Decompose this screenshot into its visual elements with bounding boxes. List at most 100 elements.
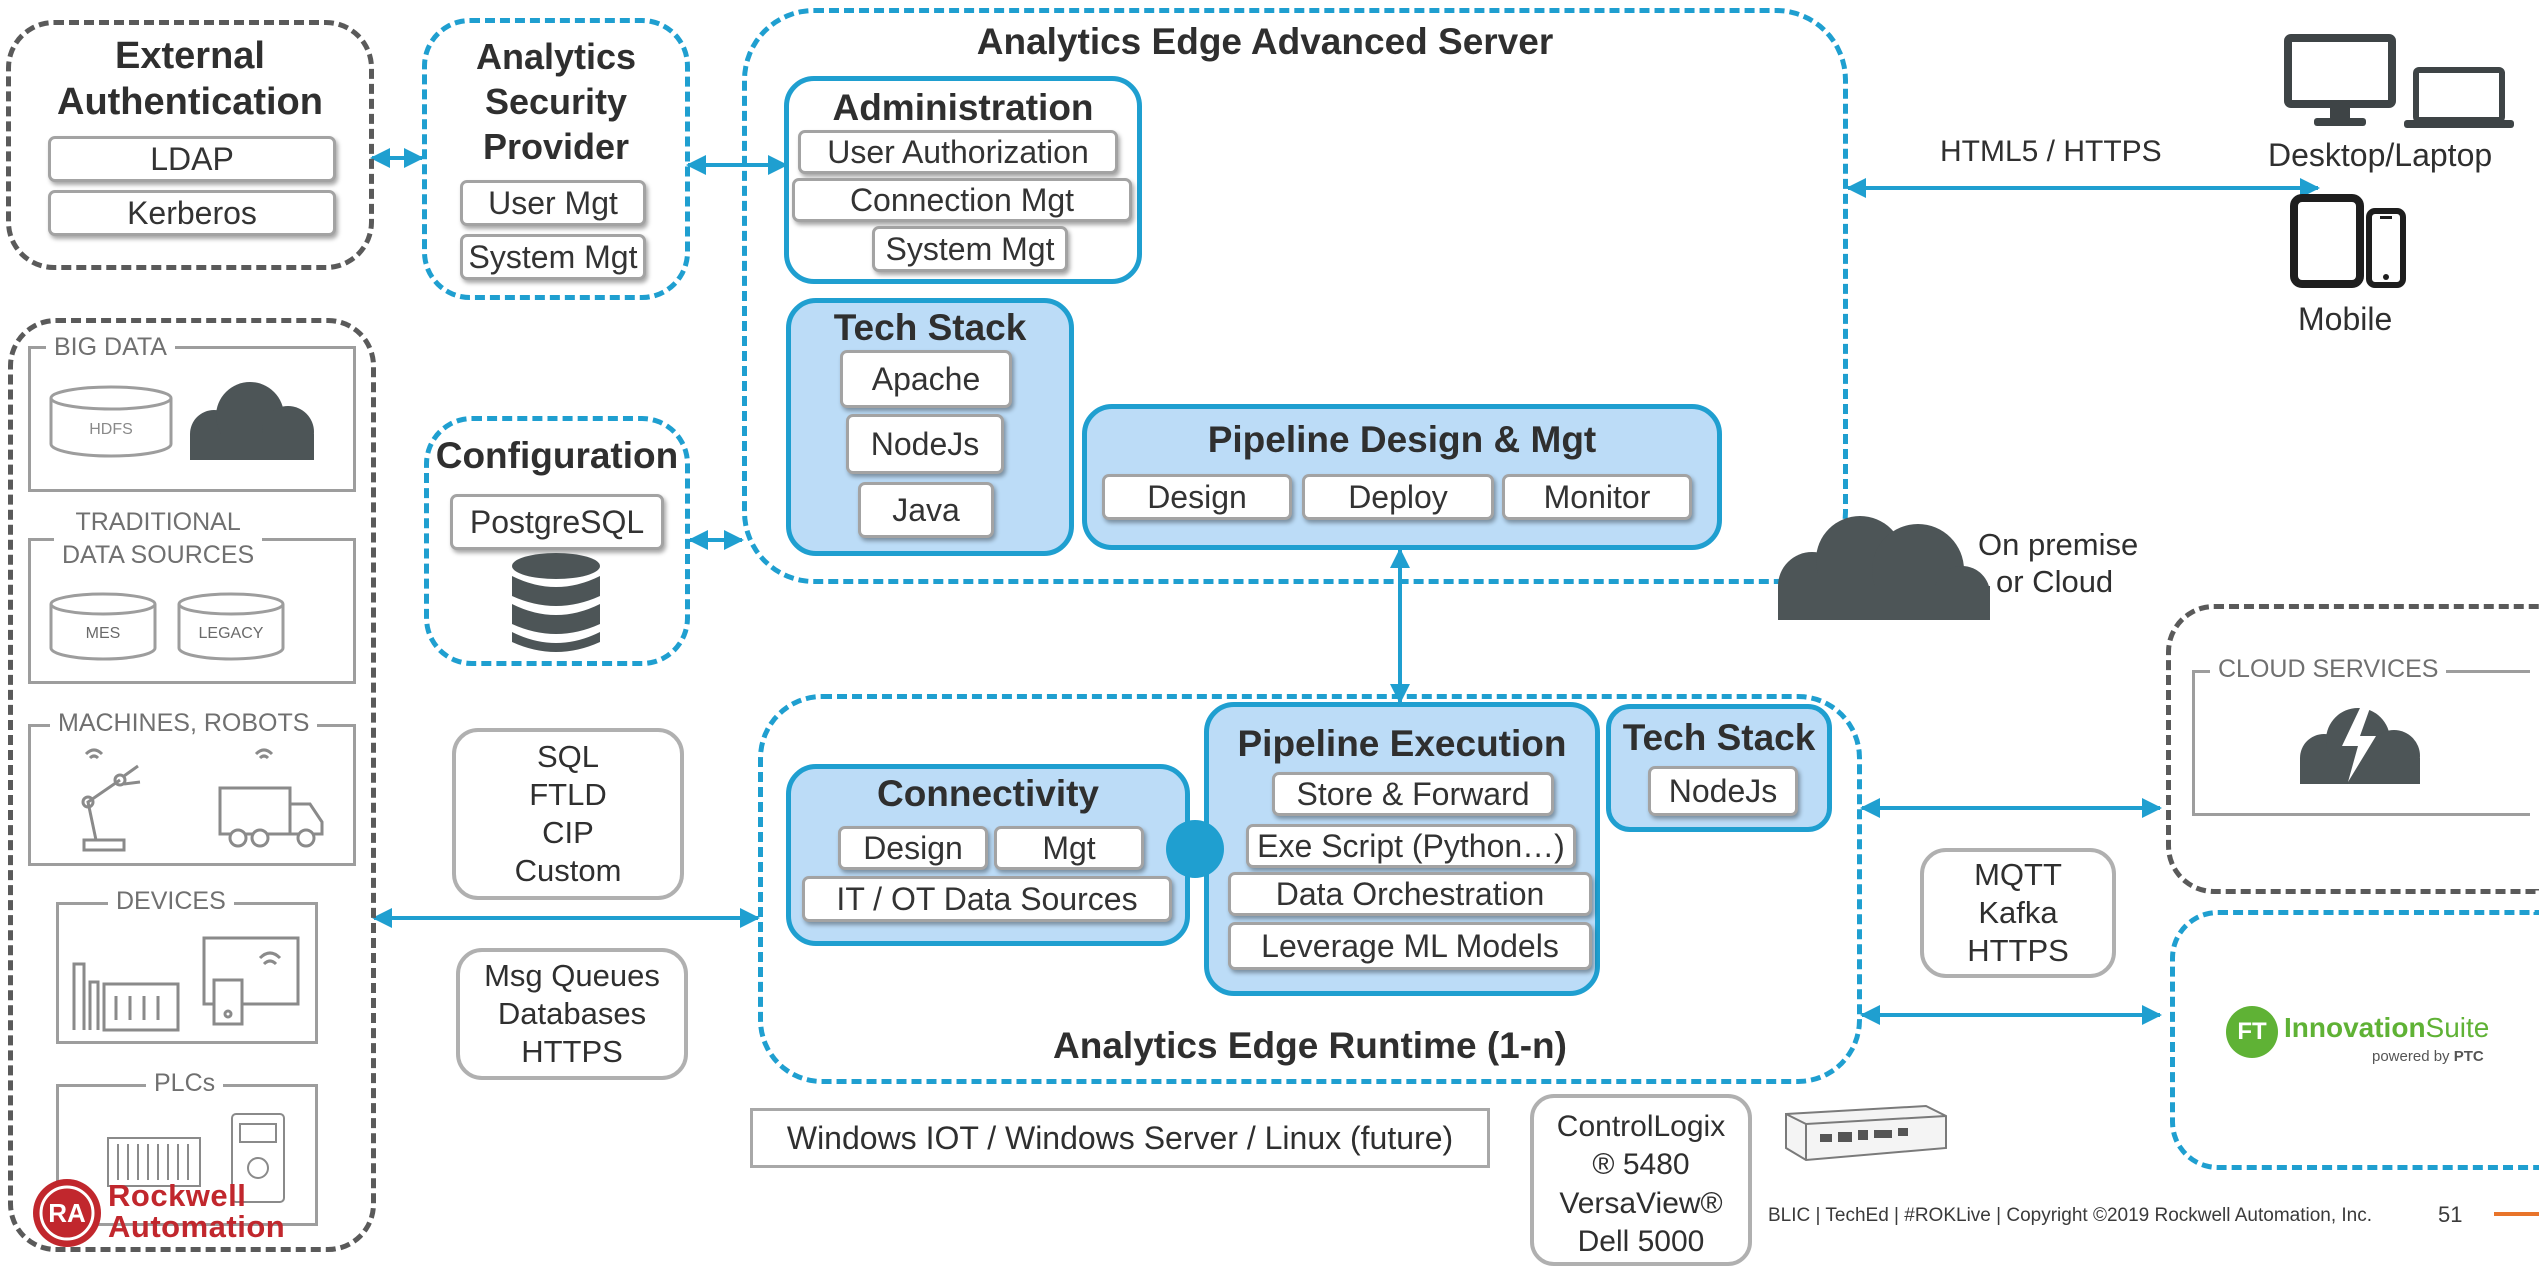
server-tech-stack-title: Tech Stack	[833, 307, 1027, 348]
connectivity-mgt-item: Mgt	[994, 826, 1144, 870]
security-title-line1: Analytics	[475, 36, 637, 77]
exe-script-item: Exe Script (Python…)	[1246, 824, 1576, 868]
rockwell-logo-icon: RA	[33, 1179, 101, 1247]
legacy-database-icon: LEGACY	[177, 592, 285, 661]
hardware-line3: VersaView®	[1559, 1186, 1723, 1220]
protocol-https-right: HTTPS	[1967, 932, 2069, 968]
pipeline-design-title: Pipeline Design & Mgt	[1207, 419, 1597, 460]
hardware-line4: Dell 5000	[1577, 1225, 1705, 1259]
data-orchestration-item: Data Orchestration	[1228, 872, 1592, 916]
server-nodejs-item: NodeJs	[846, 414, 1004, 474]
platform-box: Windows IOT / Windows Server / Linux (fu…	[750, 1108, 1490, 1168]
innovation-suite-name: InnovationSuite	[2284, 1012, 2489, 1044]
security-title-line3: Provider	[482, 126, 630, 167]
truck-icon	[218, 748, 324, 848]
runtime-title: Analytics Edge Runtime (1-n)	[1053, 1025, 1567, 1066]
ft-badge-icon: FT	[2226, 1006, 2278, 1058]
cloud-services-group	[2166, 604, 2539, 894]
on-premise-line1: On premise	[1978, 527, 2139, 562]
on-premise-line2: or Cloud	[1996, 564, 2114, 600]
factory-icon	[72, 962, 180, 1032]
advanced-server-title: Analytics Edge Advanced Server	[976, 21, 1554, 62]
external-auth-title-line1: External	[115, 35, 265, 77]
rockwell-logo-badge: RA	[48, 1198, 86, 1228]
big-data-label: BIG DATA	[46, 332, 175, 362]
ptc-label: PTC	[2453, 1048, 2484, 1065]
hdfs-label: HDFS	[89, 421, 133, 438]
traditional-label-line2: DATA SOURCES	[62, 540, 255, 569]
rockwell-logo-line1: Rockwell	[108, 1178, 247, 1213]
drive-icon	[231, 1113, 285, 1203]
cloud-outage-icon	[2300, 708, 2420, 784]
hdfs-database-icon: HDFS	[49, 385, 173, 458]
plcs-label: PLCs	[146, 1068, 224, 1098]
connection-mgt-item: Connection Mgt	[792, 178, 1132, 222]
cloud-icon	[1778, 516, 1990, 620]
phone-icon	[2366, 208, 2406, 288]
advanced-server-group	[742, 8, 1848, 584]
hardware-box: ControlLogix ® 5480 VersaView® Dell 5000	[1530, 1094, 1752, 1266]
monitor-item: Monitor	[1502, 474, 1692, 520]
footer-accent-bar	[2494, 1212, 2539, 1216]
hardware-line2: ® 5480	[1592, 1148, 1690, 1182]
desktop-laptop-label: Desktop/Laptop	[2268, 137, 2493, 173]
hardware-line1: ControlLogix	[1556, 1110, 1726, 1143]
ft-badge-label: FT	[2237, 1018, 2267, 1045]
traditional-label: TRADITIONAL DATA SOURCES	[54, 506, 263, 571]
runtime-tech-stack-title: Tech Stack	[1622, 717, 1816, 758]
connectivity-design-item: Design	[838, 826, 988, 870]
page-number: 51	[2438, 1202, 2463, 1227]
innovation-suite-group	[2170, 910, 2539, 1170]
protocols-left2-box: Msg Queues Databases HTTPS	[456, 948, 688, 1080]
it-ot-data-sources-item: IT / OT Data Sources	[802, 876, 1172, 922]
connector-node	[1166, 820, 1224, 878]
protocol-mqtt: MQTT	[1974, 857, 2062, 893]
configuration-title: Configuration	[435, 435, 679, 476]
external-authentication-group	[6, 20, 374, 270]
devices-panel	[56, 902, 318, 1044]
java-item: Java	[858, 482, 994, 538]
administration-group	[784, 76, 1142, 284]
rockwell-logo-line2: Automation	[108, 1209, 286, 1244]
database-icon	[512, 553, 600, 652]
protocol-kafka: Kafka	[1978, 895, 2058, 931]
industrial-pc-icon	[1785, 1104, 1947, 1162]
runtime-nodejs-item: NodeJs	[1648, 766, 1798, 816]
platform-label: Windows IOT / Windows Server / Linux (fu…	[786, 1119, 1454, 1156]
big-data-cloud-icon	[190, 382, 314, 460]
store-forward-item: Store & Forward	[1272, 772, 1554, 816]
cloud-services-label: CLOUD SERVICES	[2210, 654, 2447, 684]
legacy-label: LEGACY	[199, 625, 264, 642]
system-mgt-item: System Mgt	[460, 234, 646, 280]
security-provider-title: Analytics Security Provider	[422, 34, 690, 169]
external-auth-title-line2: Authentication	[57, 80, 323, 123]
pipeline-execution-title: Pipeline Execution	[1237, 723, 1567, 764]
plc-rack-icon	[107, 1137, 201, 1187]
devices-label: DEVICES	[108, 886, 234, 916]
protocol-https-left: HTTPS	[521, 1033, 623, 1069]
robot-arm-icon	[81, 748, 141, 852]
powered-by-label: powered by	[2372, 1048, 2450, 1065]
laptop-icon	[2404, 67, 2514, 128]
admin-system-mgt-item: System Mgt	[872, 226, 1068, 272]
user-authorization-item: User Authorization	[798, 130, 1118, 174]
protocols-left-box: SQL FTLD CIP Custom	[452, 728, 684, 900]
protocol-msg-queues: Msg Queues	[484, 958, 660, 994]
user-mgt-item: User Mgt	[460, 180, 646, 226]
protocol-custom: Custom	[514, 852, 622, 888]
kerberos-item: Kerberos	[48, 190, 336, 236]
mes-database-icon: MES	[49, 592, 157, 661]
external-auth-title: External Authentication	[6, 34, 374, 125]
mes-label: MES	[86, 625, 121, 642]
configuration-group	[424, 416, 690, 666]
postgresql-item: PostgreSQL	[450, 494, 664, 550]
connectivity-title: Connectivity	[876, 773, 1100, 814]
data-sources-group	[8, 318, 376, 1252]
device-monitor-icon	[202, 936, 300, 1026]
client-protocol-label: HTML5 / HTTPS	[1940, 135, 2162, 168]
innovation-part1: Innovation	[2284, 1012, 2426, 1043]
administration-title: Administration	[832, 87, 1094, 128]
security-title-line2: Security	[484, 81, 628, 122]
ldap-item: LDAP	[48, 136, 336, 182]
